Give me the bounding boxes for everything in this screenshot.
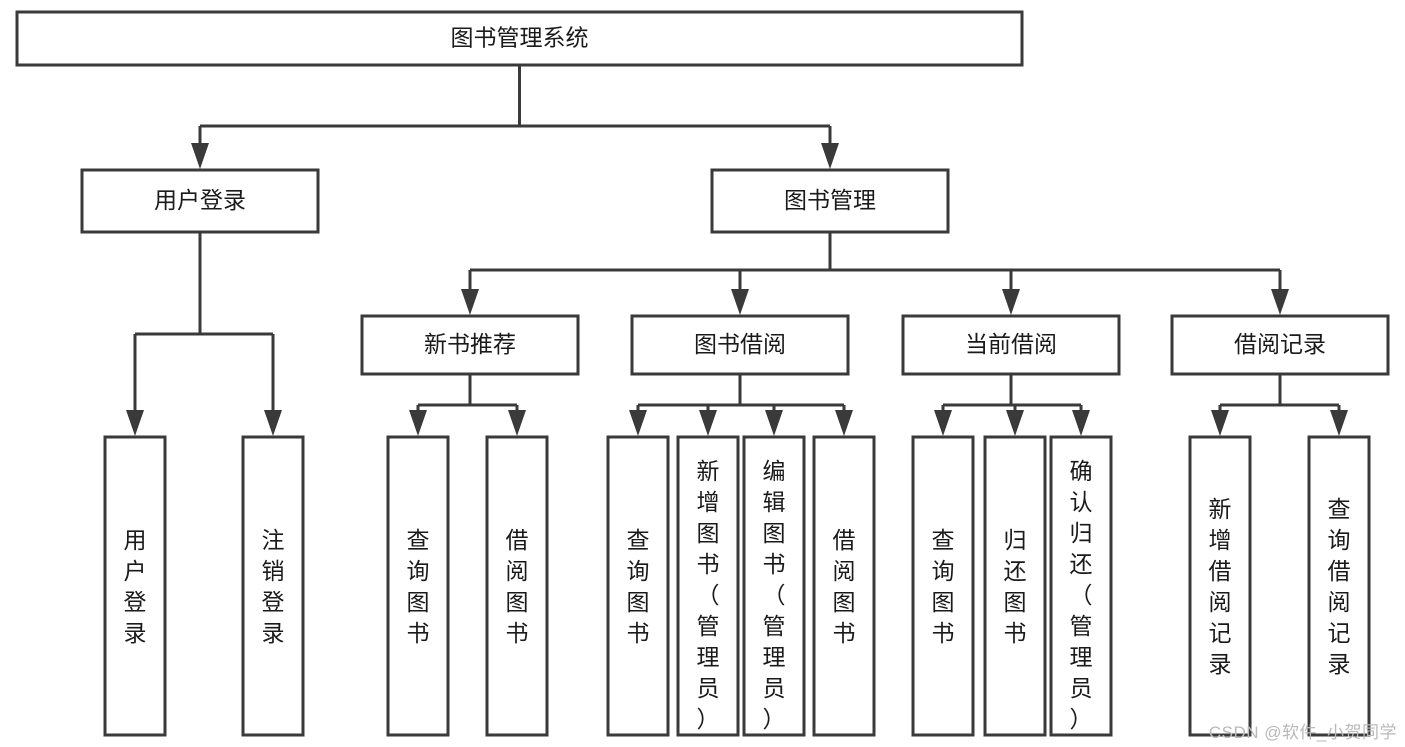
node-label-leaf-user-login: 用户登录 [124, 527, 147, 646]
arrow-head-icon [1002, 289, 1020, 315]
arrow-head-icon [461, 289, 479, 315]
node-box-leaf-logout[interactable] [241, 435, 305, 737]
node-user-login[interactable]: 用户登录 [80, 168, 320, 234]
node-label-leaf-return-book: 归还图书 [1004, 527, 1027, 646]
arrow-head-icon [1006, 410, 1024, 436]
arrow-head-icon [508, 410, 526, 436]
node-borrow-record[interactable]: 借阅记录 [1170, 314, 1390, 376]
node-box-leaf-query-book-1[interactable] [386, 435, 450, 737]
connector-group-book-borrow [629, 374, 853, 436]
node-leaf-query-book-3[interactable]: 查询图书 [911, 435, 975, 737]
node-box-leaf-query-record[interactable] [1307, 435, 1371, 737]
arrow-head-icon [699, 410, 717, 436]
node-box-book-borrow[interactable] [630, 314, 850, 376]
node-label-leaf-add-record: 新增借阅记录 [1209, 496, 1232, 677]
node-leaf-query-record[interactable]: 查询借阅记录 [1307, 435, 1371, 737]
node-label-leaf-query-book-1: 查询图书 [407, 527, 430, 646]
node-label-leaf-confirm-return: 确认归还（管理员） [1070, 458, 1093, 732]
arrow-head-icon [731, 289, 749, 315]
node-label-borrow-record: 借阅记录 [1234, 331, 1326, 357]
node-new-book-rec[interactable]: 新书推荐 [360, 314, 580, 376]
node-box-leaf-user-login[interactable] [103, 435, 167, 737]
node-leaf-confirm-return[interactable]: 确认归还（管理员） [1049, 435, 1113, 737]
arrow-head-icon [821, 143, 839, 169]
arrow-head-icon [1211, 410, 1229, 436]
node-box-leaf-confirm-return[interactable] [1049, 435, 1113, 737]
node-box-leaf-return-book[interactable] [983, 435, 1047, 737]
node-label-user-login: 用户登录 [154, 187, 246, 213]
node-box-leaf-query-book-2[interactable] [606, 435, 670, 737]
node-label-leaf-query-book-2: 查询图书 [627, 527, 650, 646]
node-box-leaf-borrow-book-1[interactable] [485, 435, 549, 737]
node-layer: 图书管理系统用户登录图书管理新书推荐图书借阅当前借阅借阅记录用户登录注销登录查询… [15, 10, 1390, 737]
arrow-head-icon [1072, 410, 1090, 436]
node-box-leaf-add-record[interactable] [1188, 435, 1252, 737]
node-box-leaf-borrow-book-2[interactable] [812, 435, 876, 737]
connector-group-book-manage [461, 232, 1289, 315]
node-box-book-manage[interactable] [710, 168, 950, 234]
node-leaf-logout[interactable]: 注销登录 [241, 435, 305, 737]
connector-group-root [191, 65, 839, 169]
csdn-watermark: CSDN @软件_小贺同学 [1208, 723, 1397, 742]
node-book-borrow[interactable]: 图书借阅 [630, 314, 850, 376]
node-root[interactable]: 图书管理系统 [15, 10, 1024, 67]
node-label-leaf-edit-book: 编辑图书（管理员） [763, 458, 786, 732]
node-label-leaf-query-book-3: 查询图书 [932, 527, 955, 646]
node-label-leaf-logout: 注销登录 [262, 527, 285, 646]
node-label-current-borrow: 当前借阅 [965, 331, 1057, 357]
node-leaf-add-record[interactable]: 新增借阅记录 [1188, 435, 1252, 737]
arrow-head-icon [835, 410, 853, 436]
node-box-user-login[interactable] [80, 168, 320, 234]
node-box-new-book-rec[interactable] [360, 314, 580, 376]
node-leaf-borrow-book-2[interactable]: 借阅图书 [812, 435, 876, 737]
arrow-head-icon [191, 143, 209, 169]
connector-group-user-login [126, 232, 282, 436]
node-book-manage[interactable]: 图书管理 [710, 168, 950, 234]
node-leaf-add-book[interactable]: 新增图书（管理员） [676, 435, 740, 737]
node-label-book-borrow: 图书借阅 [694, 331, 786, 357]
node-box-current-borrow[interactable] [901, 314, 1121, 376]
arrow-head-icon [629, 410, 647, 436]
node-box-leaf-add-book[interactable] [676, 435, 740, 737]
node-box-borrow-record[interactable] [1170, 314, 1390, 376]
node-box-root[interactable] [15, 10, 1024, 67]
node-leaf-query-book-2[interactable]: 查询图书 [606, 435, 670, 737]
node-label-leaf-add-book: 新增图书（管理员） [697, 458, 720, 732]
arrow-head-icon [409, 410, 427, 436]
node-label-new-book-rec: 新书推荐 [424, 331, 516, 357]
node-leaf-borrow-book-1[interactable]: 借阅图书 [485, 435, 549, 737]
node-current-borrow[interactable]: 当前借阅 [901, 314, 1121, 376]
node-label-leaf-query-record: 查询借阅记录 [1328, 496, 1351, 677]
connector-group-new-book-rec [409, 374, 526, 436]
arrow-head-icon [765, 410, 783, 436]
node-leaf-query-book-1[interactable]: 查询图书 [386, 435, 450, 737]
node-leaf-return-book[interactable]: 归还图书 [983, 435, 1047, 737]
node-leaf-user-login[interactable]: 用户登录 [103, 435, 167, 737]
arrow-head-icon [1330, 410, 1348, 436]
connector-group-borrow-record [1211, 374, 1348, 436]
arrow-head-icon [126, 410, 144, 436]
node-leaf-edit-book[interactable]: 编辑图书（管理员） [742, 435, 806, 737]
node-label-book-manage: 图书管理 [784, 187, 876, 213]
node-label-leaf-borrow-book-1: 借阅图书 [506, 527, 529, 646]
connector-group-current-borrow [934, 374, 1090, 436]
arrow-head-icon [934, 410, 952, 436]
arrow-head-icon [1271, 289, 1289, 315]
node-label-leaf-borrow-book-2: 借阅图书 [833, 527, 856, 646]
connector-layer [126, 65, 1348, 436]
node-box-leaf-query-book-3[interactable] [911, 435, 975, 737]
arrow-head-icon [264, 410, 282, 436]
node-label-root: 图书管理系统 [451, 25, 589, 51]
node-box-leaf-edit-book[interactable] [742, 435, 806, 737]
